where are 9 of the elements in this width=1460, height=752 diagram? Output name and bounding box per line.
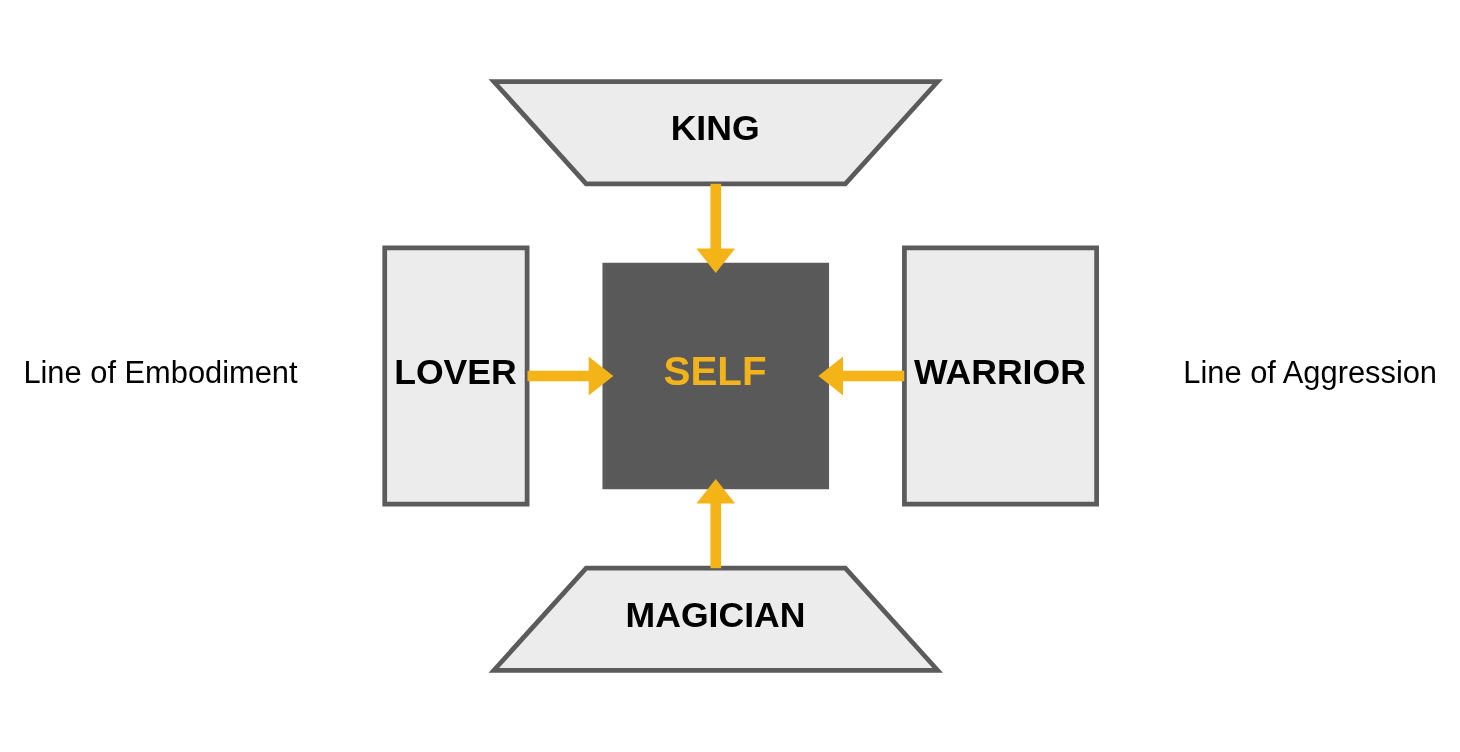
label: Line of Aggression bbox=[1183, 355, 1438, 391]
node-box: SELF bbox=[602, 262, 830, 490]
node-box: LOVER bbox=[382, 245, 530, 507]
node-box: WARRIOR bbox=[902, 245, 1099, 507]
arrow bbox=[696, 478, 736, 569]
arrow bbox=[696, 183, 736, 274]
arrow bbox=[527, 356, 614, 396]
arrow bbox=[818, 356, 905, 396]
label: Line of Embodiment bbox=[23, 355, 298, 391]
